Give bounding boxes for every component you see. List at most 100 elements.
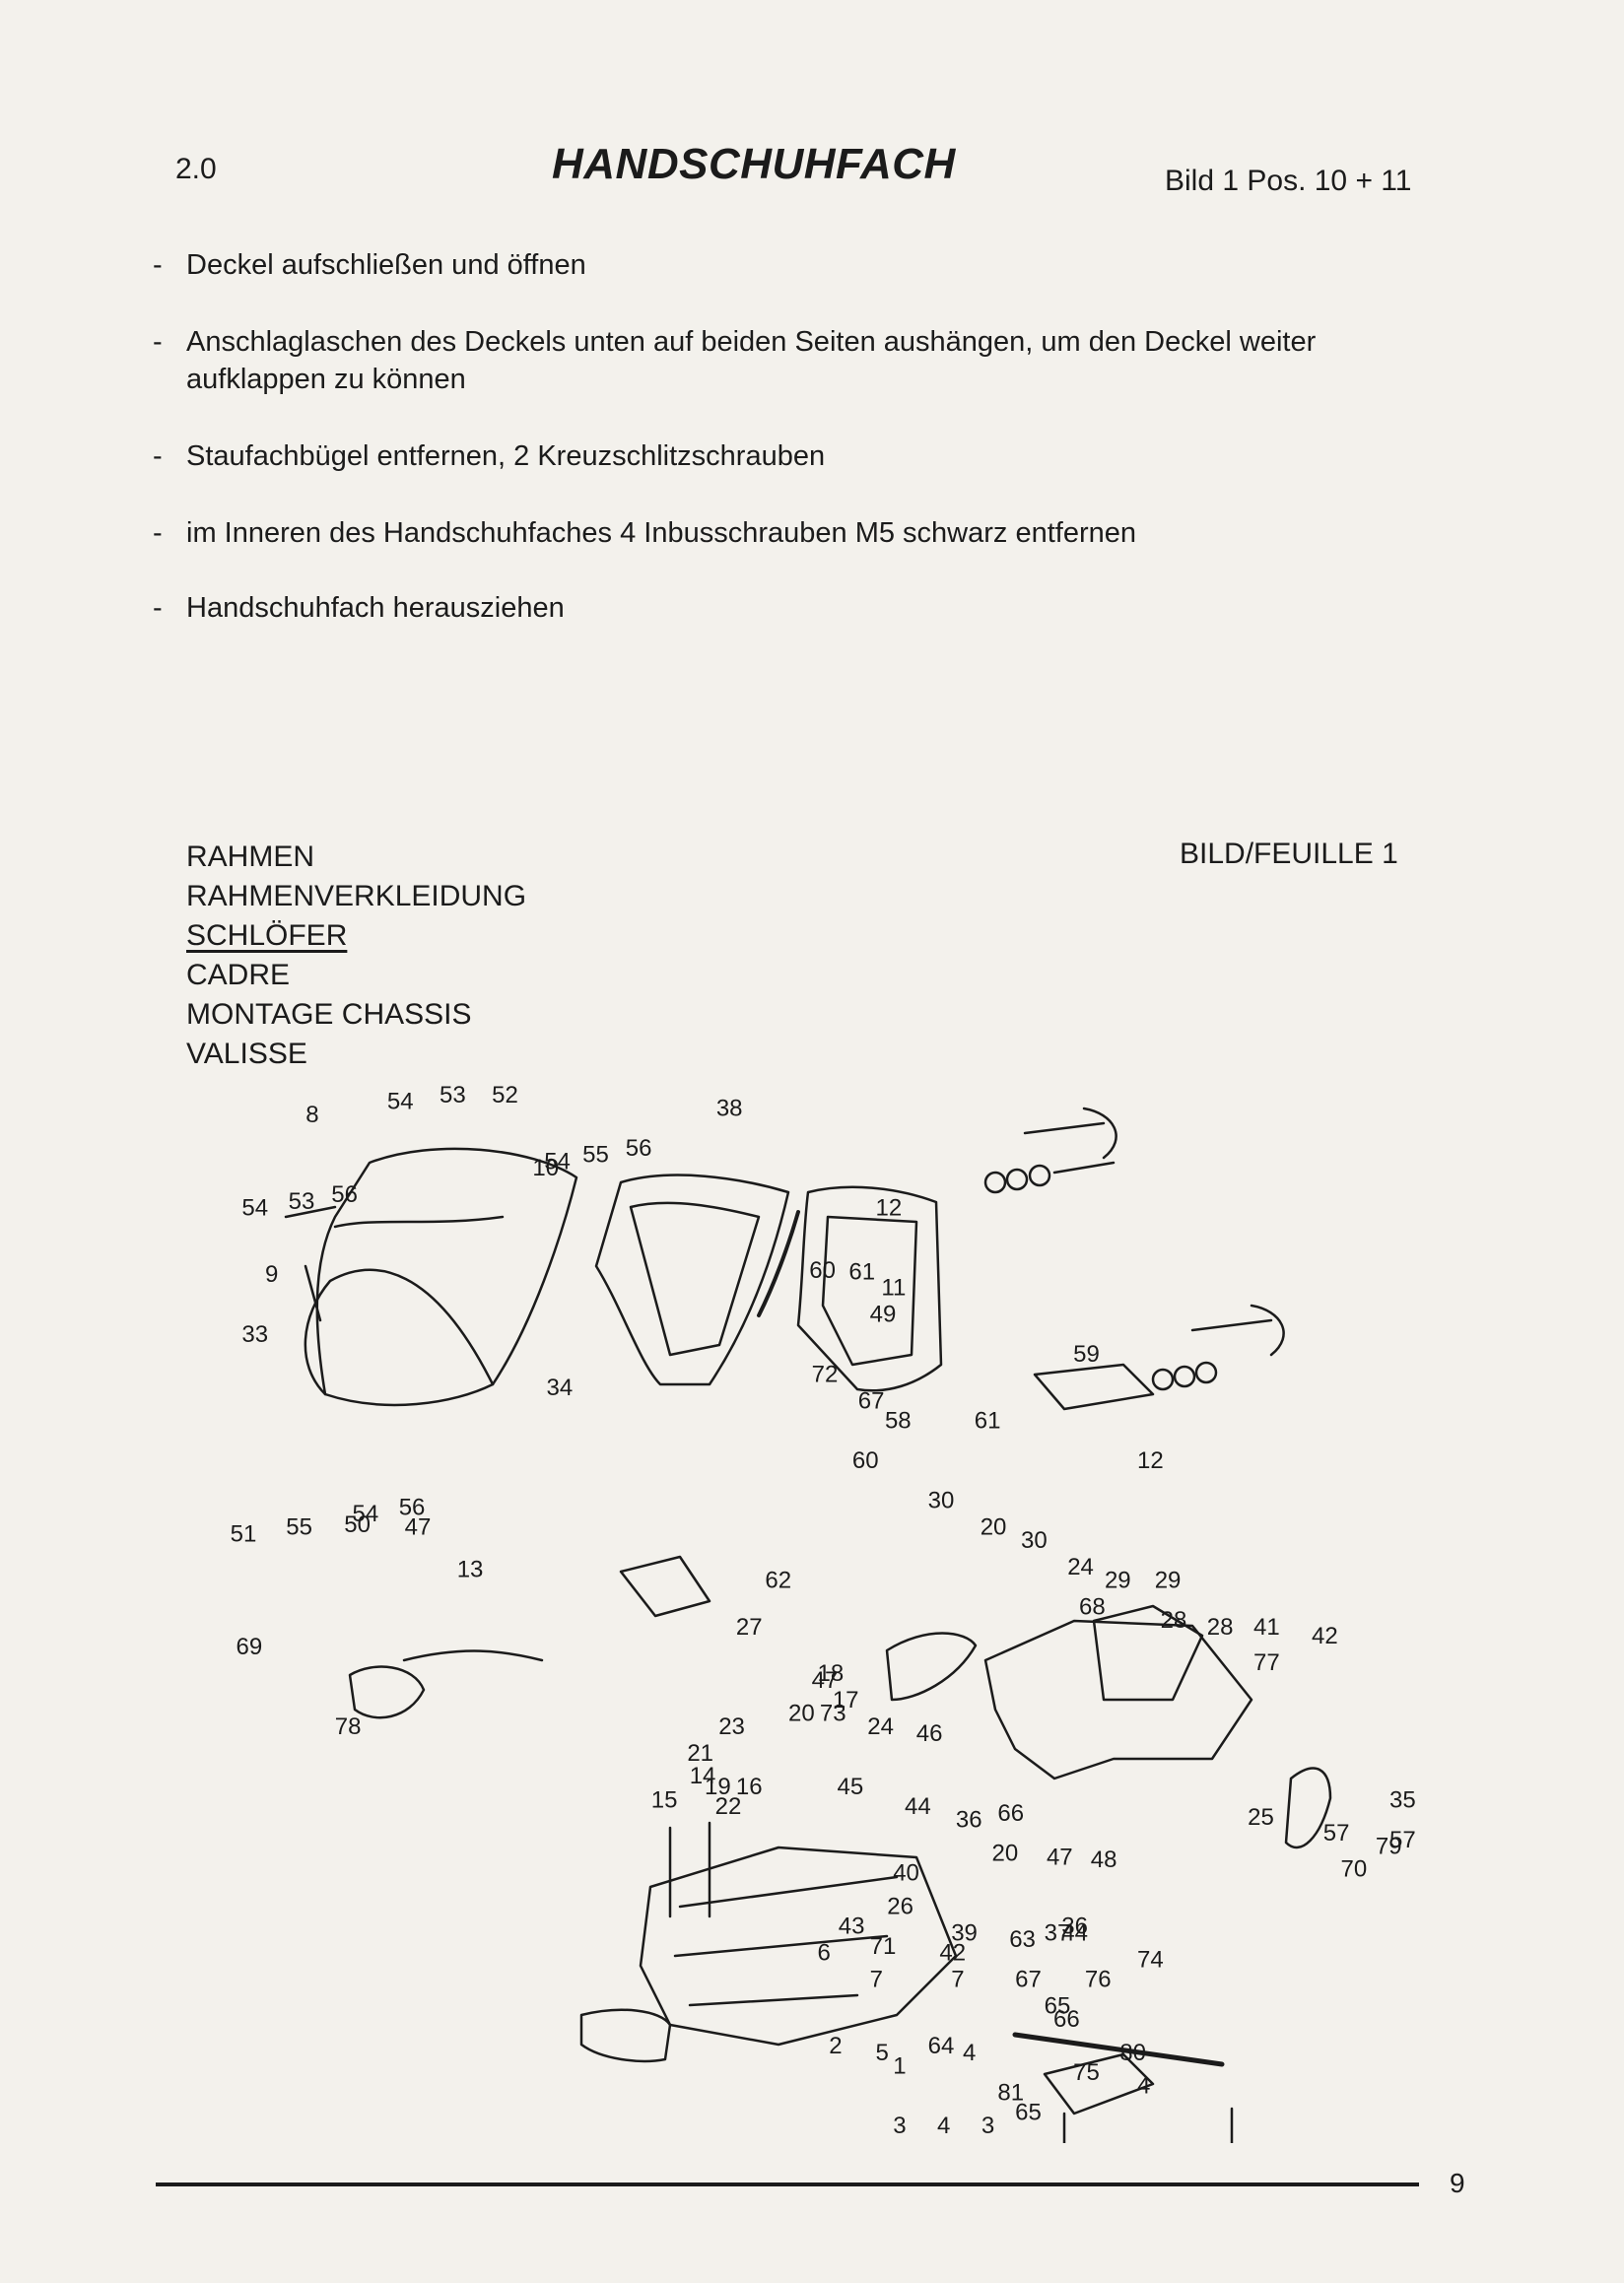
hinge-part: [284, 1205, 337, 1219]
rear-light: [1284, 1767, 1332, 1849]
glovebox-part: [796, 1185, 943, 1392]
part-callout-label: 56: [399, 1494, 426, 1520]
part-callout-label: 61: [848, 1258, 875, 1285]
part-group-legend: RAHMEN RAHMENVERKLEIDUNG SCHLÖFER CADRE …: [186, 838, 526, 1074]
part-callout-label: 11: [881, 1275, 906, 1302]
part-callout-label: 54: [241, 1195, 268, 1222]
main-frame-rail: [673, 1875, 899, 2007]
part-callout-label: 14: [690, 1763, 716, 1789]
part-callout-label: 42: [939, 1940, 966, 1967]
legend-item: VALISSE: [186, 1038, 307, 1070]
footrest-plate: [579, 2008, 672, 2063]
part-callout-label: 58: [885, 1408, 912, 1435]
front-shield-lower: [304, 1268, 495, 1396]
part-callout-label: 36: [1061, 1914, 1088, 1940]
cable-part: [402, 1649, 544, 1662]
part-callout-label: 71: [870, 1933, 897, 1960]
part-callout-label: 4: [963, 2040, 976, 2066]
main-frame: [639, 1846, 958, 2047]
bolt-assembly: [1023, 1107, 1117, 1160]
part-callout-label: 70: [1341, 1855, 1368, 1882]
glovebox-lid-inner: [629, 1201, 761, 1357]
figure-label: BILD/FEUILLE 1: [1180, 838, 1398, 870]
step-text: im Inneren des Handschuhfaches 4 Inbussc…: [186, 517, 1137, 549]
part-callout-label: 66: [1053, 2006, 1080, 2033]
part-callout-label: 65: [1045, 1993, 1071, 2020]
step-marker: -: [153, 326, 163, 358]
part-callout-label: 27: [736, 1614, 763, 1641]
part-callout-label: 40: [893, 1860, 919, 1887]
part-callout-label: 35: [1389, 1786, 1416, 1813]
part-callout-label: 28: [1207, 1614, 1234, 1641]
part-callout-label: 54: [353, 1501, 379, 1527]
step-text: Anschlaglaschen des Deckels unten auf be…: [186, 326, 1317, 395]
step-marker: -: [153, 592, 163, 624]
part-callout-label: 13: [457, 1557, 484, 1583]
section-number: 2.0: [175, 153, 217, 185]
part-callout-label: 12: [876, 1195, 903, 1222]
part-callout-label: 60: [852, 1447, 879, 1474]
glovebox-inner: [821, 1215, 918, 1367]
instruction-steps: -Deckel aufschließen und öffnen -Anschla…: [153, 246, 1463, 627]
part-callout-label: 26: [887, 1893, 914, 1919]
part-callout-label: 41: [1253, 1614, 1280, 1641]
part-callout-label: 74: [1137, 1946, 1164, 1973]
part-callout-label: 28: [1161, 1607, 1187, 1634]
part-callout-label: 63: [1009, 1926, 1036, 1953]
part-callout-label: 39: [951, 1919, 978, 1946]
legend-item: RAHMEN: [186, 840, 315, 873]
washer-part: [1005, 1168, 1029, 1191]
part-callout-label: 9: [265, 1261, 278, 1288]
part-callout-label: 65: [1015, 2100, 1042, 2126]
part-callout-label: 55: [582, 1142, 609, 1169]
part-callout-label: 18: [818, 1660, 845, 1687]
page-number: 9: [1450, 2168, 1465, 2198]
part-callout-label: 3: [981, 2113, 994, 2139]
part-callout-label: 20: [981, 1514, 1007, 1541]
part-callout-label: 54: [387, 1089, 414, 1115]
part-callout-label: 49: [870, 1302, 897, 1328]
front-shield-edge: [333, 1215, 505, 1229]
part-callout-label: 67: [1015, 1967, 1042, 1993]
washer-part: [1173, 1365, 1196, 1388]
part-callout-label: 55: [286, 1514, 312, 1541]
part-callout-label: 62: [765, 1568, 791, 1594]
footer-rule: [156, 2182, 1419, 2186]
part-callout-label: 80: [1119, 2040, 1146, 2066]
part-callout-label: 24: [867, 1713, 894, 1740]
cable-part: [757, 1210, 800, 1317]
instruction-step: -Deckel aufschließen und öffnen: [153, 246, 1463, 284]
part-callout-label: 42: [1312, 1623, 1338, 1649]
part-callout-label: 23: [718, 1713, 745, 1740]
step-marker: -: [153, 249, 163, 281]
page-title: HANDSCHUHFACH: [552, 140, 956, 188]
legend-item: RAHMENVERKLEIDUNG: [186, 880, 527, 912]
bracket-plate: [1033, 1363, 1155, 1411]
step-marker: -: [153, 517, 163, 549]
part-callout-label: 43: [839, 1914, 865, 1940]
glovebox-lid-part: [594, 1174, 790, 1386]
part-callout-label: 45: [838, 1774, 864, 1800]
washer-part: [1194, 1361, 1218, 1384]
part-callout-label: 4: [937, 2113, 950, 2139]
part-callout-label: 47: [1047, 1844, 1073, 1870]
part-callout-label: 16: [736, 1774, 763, 1800]
stand-rod: [1012, 2032, 1225, 2067]
instruction-step: -Staufachbügel entfernen, 2 Kreuzschlitz…: [153, 437, 1463, 475]
part-callout-label: 20: [992, 1840, 1019, 1866]
part-callout-label: 1: [893, 2052, 906, 2079]
part-callout-label: 75: [1073, 2059, 1100, 2086]
main-frame-post: [668, 1821, 711, 1918]
part-callout-label: 38: [716, 1095, 743, 1121]
part-callout-label: 54: [544, 1148, 571, 1175]
part-callout-label: 7: [951, 1967, 964, 1993]
part-callout-label: 29: [1155, 1568, 1182, 1594]
part-callout-label: 2: [829, 2033, 842, 2059]
part-callout-label: 52: [492, 1082, 518, 1108]
legend-item: SCHLÖFER: [186, 919, 348, 952]
part-callout-label: 30: [928, 1488, 955, 1514]
part-callout-label: 51: [231, 1520, 257, 1547]
part-callout-label: 53: [440, 1082, 466, 1108]
part-callout-label: 67: [858, 1387, 885, 1414]
